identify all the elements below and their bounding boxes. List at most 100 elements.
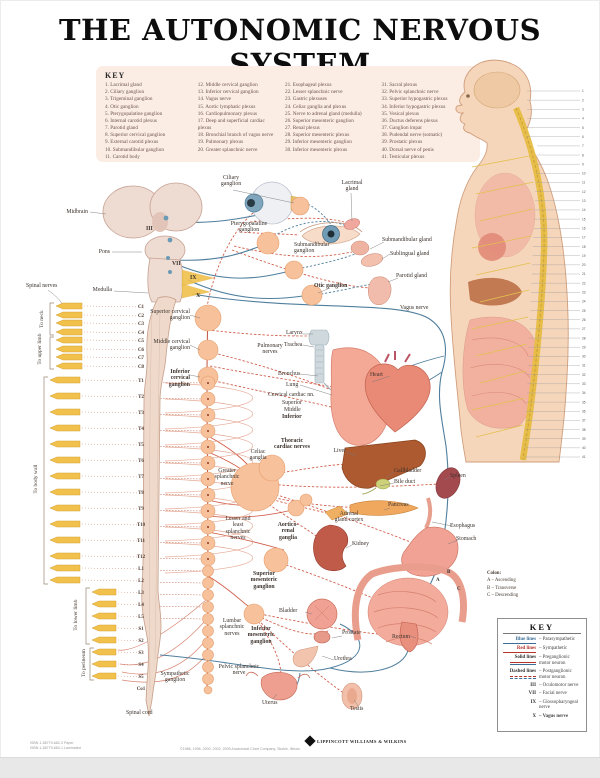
svg-text:38: 38 — [582, 428, 586, 432]
key-item: 38. Pudendal nerve (somatic) — [381, 132, 443, 139]
key-bottom-heading: KEY — [503, 622, 581, 634]
svg-text:18: 18 — [582, 245, 586, 249]
svg-text:T6: T6 — [138, 459, 144, 464]
submandibular-ganglion-node — [284, 260, 304, 280]
key-term: Red lines — [503, 646, 536, 653]
key-item: 30. Inferior mesenteric plexus — [284, 146, 348, 153]
key-row-solid: Solid lines – Preganglionic motor neuron — [503, 655, 581, 666]
publisher-name: LIPPINCOTT WILLIAMS & WILKINS — [317, 738, 407, 744]
label-to-upper-limb: To upper limb — [36, 333, 43, 365]
svg-text:19: 19 — [582, 254, 586, 258]
svg-text:33: 33 — [582, 382, 586, 386]
key-term: III — [530, 683, 536, 689]
superior-mesenteric-ganglion-node — [263, 547, 289, 573]
key-item: 15. Aortic lymphatic plexus — [197, 103, 256, 110]
label-pulmonary-nerves: Pulmonary nerves — [257, 343, 283, 356]
label-lesser-least-splanchnic: Lesser and least splanchnic nerves — [225, 516, 251, 542]
key-row-ix: IX – Glossopharyngeal nerve — [503, 700, 581, 711]
label-spinal-cord: Spinal cord — [126, 710, 153, 716]
svg-text:40: 40 — [582, 446, 586, 450]
sympathetic-chain — [194, 304, 222, 695]
key-item: 4. Otic ganglion — [105, 103, 139, 110]
label-pancreas: Pancreas — [388, 502, 409, 508]
key-item: 14. Vagus nerve — [197, 96, 231, 103]
label-pons: Pons — [98, 249, 110, 255]
key-item: 7. Parotid gland — [105, 125, 138, 132]
key-item: 22. Lesser splanchnic nerve — [284, 89, 343, 96]
spinal-segment-labels: C1C2C3C4C5C6C7C8T1T2T3T4T5T6T7T8T9T10T11… — [137, 305, 146, 692]
svg-text:26: 26 — [582, 318, 586, 322]
colon-legend-item: A – Ascending — [487, 578, 516, 584]
brainstem — [102, 182, 215, 303]
svg-text:34: 34 — [582, 391, 586, 395]
label-bile-duct: Bile duct — [394, 479, 416, 485]
key-item: 34. Inferior hypogastric plexus — [381, 103, 446, 110]
svg-text:Co1: Co1 — [137, 687, 146, 692]
key-panel-bottom: KEY Blue lines – Parasympathetic Red lin… — [497, 618, 587, 732]
svg-text:16: 16 — [582, 226, 586, 230]
footer-isbn: ISBN 1-58779-682-3 Paper ISBN 1-58779-68… — [30, 741, 81, 751]
label-superior-cervical-ganglion: Superior cervical ganglion — [150, 309, 190, 322]
svg-text:36: 36 — [582, 409, 586, 413]
label-stomach: Stomach — [456, 536, 477, 542]
key-item: 16. Cardiopulmonary plexus — [197, 110, 257, 117]
label-aorticorenal-ganglia: Aortico- renal ganglia — [277, 522, 299, 541]
svg-text:L2: L2 — [138, 579, 144, 584]
key-def: – Vagus nerve — [539, 713, 569, 719]
leader-lines — [89, 189, 459, 707]
label-spleen: Spleen — [450, 473, 466, 479]
colon-letter-c: C — [457, 587, 461, 592]
svg-text:41: 41 — [582, 455, 586, 459]
label-cranial-x: X — [196, 293, 201, 299]
key-item: 13. Inferior cervical ganglion — [197, 89, 259, 96]
label-cranial-iii: III — [146, 226, 153, 232]
key-item: 40. Dorsal nerve of penis — [381, 146, 434, 153]
svg-text:T11: T11 — [137, 539, 146, 544]
label-lacrimal-gland: Lacrimal gland — [341, 180, 363, 193]
label-cc-superior: Superior — [282, 400, 302, 406]
svg-text:15: 15 — [582, 217, 586, 221]
key-item: 8. Superior cervical ganglion — [105, 132, 166, 139]
label-to-perineum: To perineum — [80, 649, 87, 678]
svg-text:3: 3 — [582, 108, 584, 112]
svg-text:9: 9 — [582, 162, 584, 166]
svg-text:23: 23 — [582, 291, 586, 295]
key-def: – Postganglionic motor neuron — [539, 669, 572, 680]
key-item: 39. Prostatic plexus — [381, 139, 423, 146]
key-item: 25. Nerve to adrenal gland (medulla) — [284, 110, 362, 117]
svg-text:7: 7 — [582, 144, 584, 148]
publisher-logo: LIPPINCOTT WILLIAMS & WILKINS — [304, 735, 407, 747]
svg-text:39: 39 — [582, 437, 586, 441]
key-def: – Parasympathetic — [539, 637, 575, 642]
dashed-lines-swatch — [510, 675, 536, 679]
label-to-body-wall: To body wall — [32, 464, 39, 494]
svg-text:T2: T2 — [138, 395, 144, 400]
label-inferior-cervical-ganglion: Inferior cervical ganglion — [168, 369, 190, 388]
svg-text:C2: C2 — [138, 314, 145, 319]
label-cranial-ix: IX — [190, 275, 197, 281]
svg-text:29: 29 — [582, 345, 586, 349]
key-def: – Sympathetic — [539, 646, 568, 652]
svg-text:T9: T9 — [138, 507, 144, 512]
svg-text:12: 12 — [582, 190, 586, 194]
svg-text:C6: C6 — [138, 348, 145, 353]
svg-text:27: 27 — [582, 327, 586, 331]
footer-copyright: ©1986, 1996, 2000, 2002, 2005 Anatomical… — [180, 747, 300, 751]
label-greater-splanchnic: Greater splanchnic nerve — [214, 468, 240, 487]
key-row-dashed: Dashed lines – Postganglionic motor neur… — [503, 669, 581, 680]
svg-text:8: 8 — [582, 153, 584, 157]
aorticorenal-ganglion-node2 — [299, 493, 313, 507]
key-item: 37. Ganglion impar — [381, 125, 422, 132]
svg-text:T1: T1 — [138, 379, 144, 384]
label-thoracic-cardiac-nerves: Thoracic cardiac nerves — [274, 438, 310, 451]
key-term: Blue lines — [503, 637, 536, 644]
svg-text:1: 1 — [582, 89, 584, 93]
label-pelvic-splanchnic: Pelvic splanchnic nerve — [218, 664, 260, 677]
label-kidney: Kidney — [352, 541, 370, 547]
svg-text:C4: C4 — [138, 331, 145, 336]
svg-text:35: 35 — [582, 400, 586, 404]
